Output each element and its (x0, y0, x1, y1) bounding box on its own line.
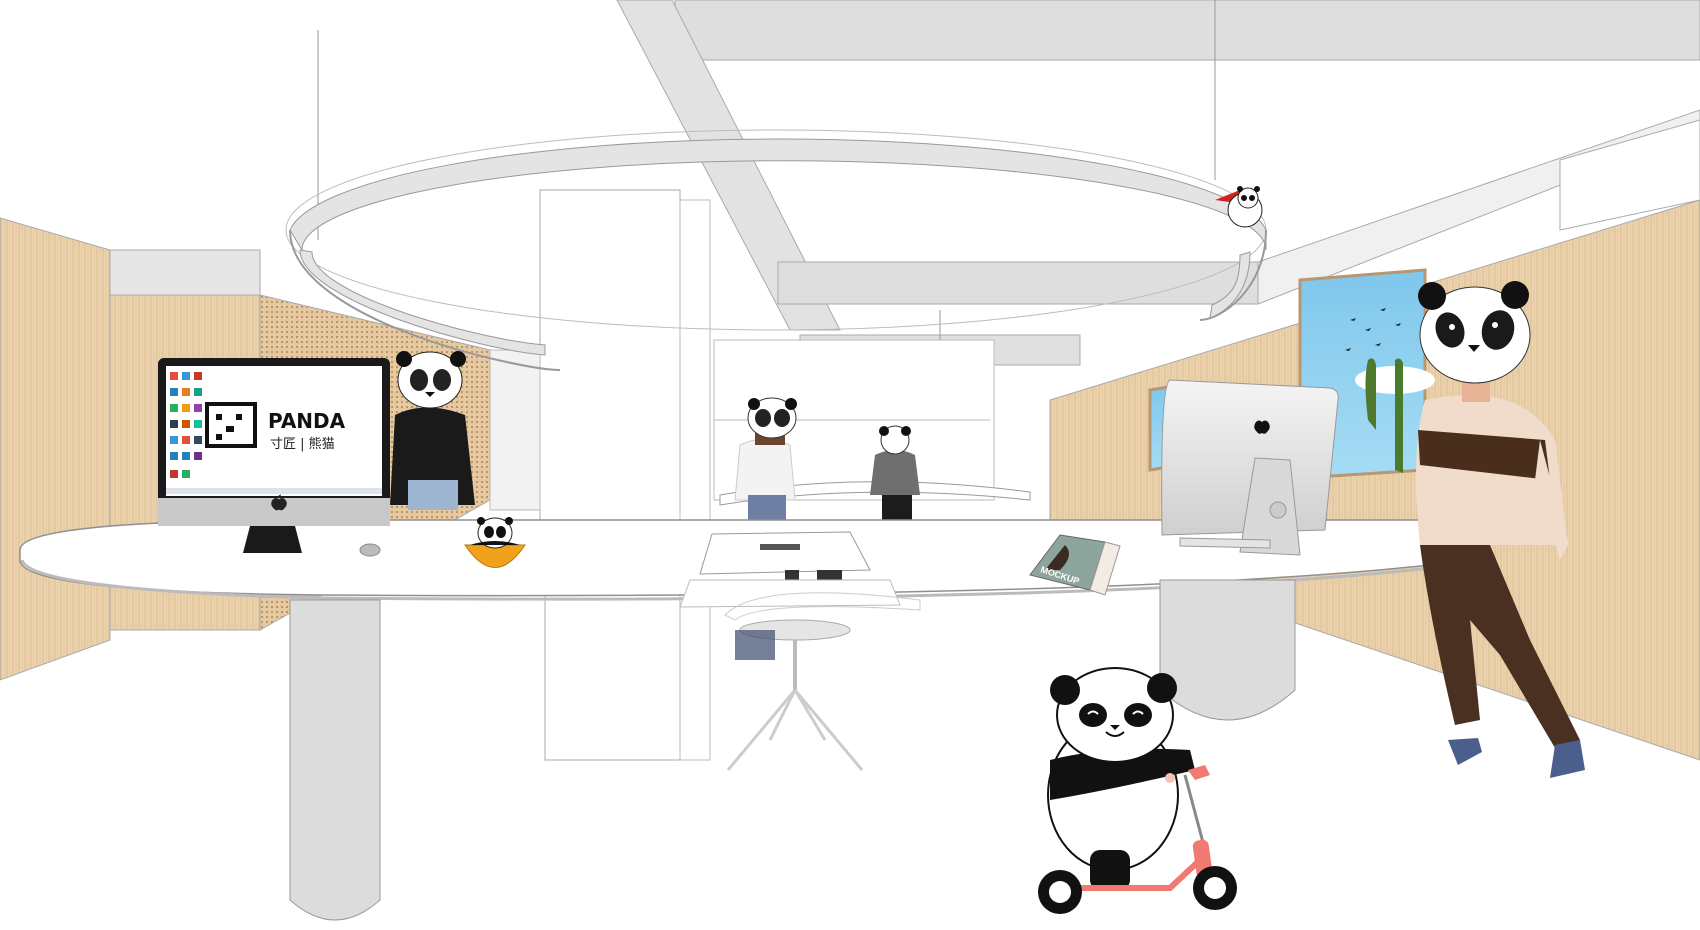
person-man-right (1416, 281, 1585, 778)
window-view (1345, 308, 1435, 473)
person-woman-back (734, 397, 797, 520)
back-counter (719, 481, 1031, 506)
apple-logo-icon (271, 494, 287, 511)
desktop-icons (170, 372, 202, 478)
left-imac: PANDA 寸匠 | 熊猫 (158, 358, 390, 557)
office-chair (724, 592, 921, 771)
qr-logo (205, 402, 257, 448)
panda-on-scooter (1038, 667, 1237, 914)
screen-brand-subtitle: 寸匠 | 熊猫 (270, 436, 335, 452)
right-wall (1049, 119, 1700, 761)
ring-pendant-light (285, 129, 1267, 371)
right-imac (1161, 379, 1339, 556)
person-woman-left (390, 351, 475, 510)
apple-logo-icon (1254, 420, 1270, 434)
flying-panda-ornament (1215, 186, 1263, 228)
screen-brand-title: PANDA (268, 409, 346, 433)
panda-bowl-figurine (464, 517, 526, 568)
